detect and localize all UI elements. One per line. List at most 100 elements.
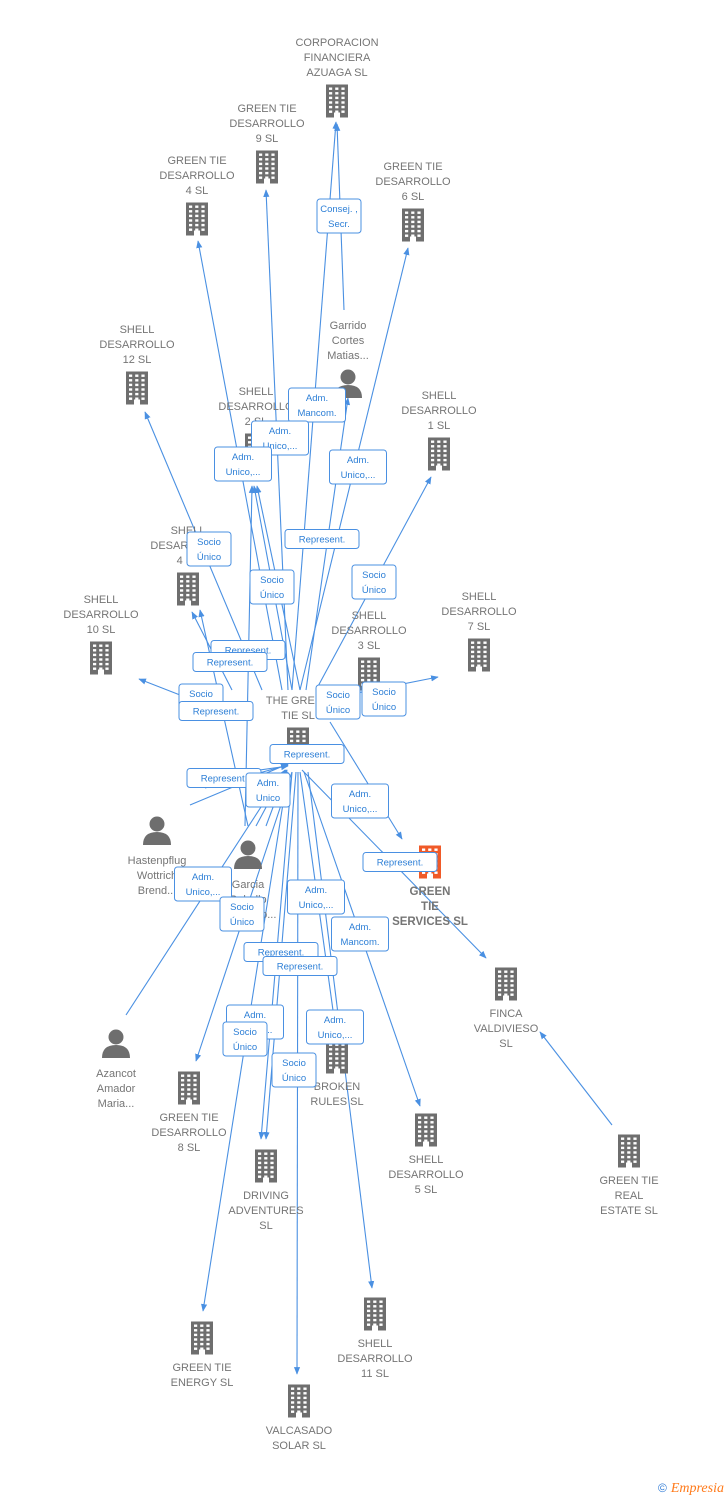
node-label: DESARROLLO [337, 1353, 413, 1365]
node-sd3[interactable]: SHELL DESARROLLO 3 SL [331, 610, 407, 691]
company-building-icon [288, 1384, 310, 1418]
role-label-text: Único [362, 585, 386, 596]
role-label[interactable]: Adm.Unico,... [214, 446, 272, 482]
role-label[interactable]: Adm.Mancom. [288, 387, 346, 423]
role-label[interactable]: Adm.Unico,... [174, 866, 232, 902]
node-label: SHELL [239, 386, 274, 398]
node-label: 6 SL [402, 191, 425, 203]
node-label: 3 SL [358, 640, 381, 652]
node-label: Garcia [232, 879, 265, 891]
node-label: DESARROLLO [229, 118, 305, 130]
role-label-text: Represent. [377, 858, 423, 869]
node-label: DESARROLLO [375, 176, 451, 188]
node-label: 10 SL [87, 624, 116, 636]
edge-layer [125, 121, 613, 1375]
node-label: DESARROLLO [218, 401, 294, 413]
role-label[interactable]: Represent. [178, 701, 254, 721]
role-label-text: Único [260, 590, 284, 601]
role-label[interactable]: Represent. [192, 652, 268, 672]
node-label: DESARROLLO [441, 606, 517, 618]
company-building-icon [256, 150, 278, 184]
role-label-text: Socio [189, 689, 213, 700]
role-label[interactable]: Adm.Mancom. [331, 916, 389, 952]
role-label-text: Adm. [306, 393, 328, 404]
company-building-icon [177, 572, 199, 606]
node-label: SL [499, 1038, 512, 1050]
relationship-edge [539, 1031, 613, 1126]
role-label[interactable]: Adm. Unico,... [331, 783, 389, 819]
node-label: AZUAGA SL [306, 67, 367, 79]
node-label: 11 SL [361, 1368, 389, 1380]
role-label-text: Socio [233, 1027, 257, 1038]
node-label: TIE [421, 901, 439, 913]
node-label: Azancot [96, 1068, 136, 1080]
node-label: 12 SL [123, 354, 152, 366]
role-label-text: Adm. [349, 789, 371, 800]
role-label[interactable]: Adm.Unico,... [287, 879, 345, 915]
role-label[interactable]: Consej. ,Secr. [316, 198, 362, 234]
node-hastenpflug[interactable]: HastenpflugWottrichBrend... [128, 816, 187, 898]
role-label-text: Único [230, 917, 254, 928]
role-label-text: Unico,... [186, 887, 221, 898]
role-label[interactable]: Represent. [262, 956, 338, 976]
role-label[interactable]: Represent. [362, 852, 438, 872]
node-garrido[interactable]: GarridoCortesMatias... [327, 320, 369, 398]
role-label[interactable]: Adm.Unico,... [329, 449, 387, 485]
company-building-icon [468, 638, 490, 672]
role-label-text: Único [372, 702, 396, 713]
node-label: SHELL [409, 1154, 444, 1166]
role-label[interactable]: Adm.Unico,... [306, 1009, 364, 1045]
brand-logo[interactable]: Empresia [670, 1481, 724, 1496]
role-label-text: Unico [256, 793, 280, 804]
node-label: Garrido [330, 320, 367, 332]
role-label-text: Represent. [201, 774, 247, 785]
node-label: 5 SL [415, 1184, 438, 1196]
role-label-text: Represent. [207, 658, 253, 669]
node-label: BROKEN [314, 1081, 361, 1093]
node-label: TIE SL [281, 710, 315, 722]
role-label[interactable]: Adm.Unico [245, 772, 291, 808]
role-label-text: Adm. [349, 922, 371, 933]
footer: ©Empresia [658, 1481, 724, 1497]
role-label-layer: Consej. ,Secr.Adm.Mancom.Adm.Unico,...Ad… [174, 198, 438, 1088]
node-label: Wottrich [137, 870, 177, 882]
role-label[interactable]: Represent. [284, 529, 360, 549]
company-building-icon [326, 1040, 348, 1074]
node-label: RULES SL [310, 1096, 363, 1108]
node-label: SHELL [352, 610, 387, 622]
role-label-text: Único [197, 552, 221, 563]
node-azancot[interactable]: AzancotAmadorMaria... [96, 1029, 136, 1111]
node-label: ESTATE SL [600, 1205, 658, 1217]
node-broken[interactable]: BROKEN RULES SL [310, 1040, 364, 1109]
node-label: DESARROLLO [331, 625, 407, 637]
node-label: SHELL [84, 594, 119, 606]
role-label[interactable]: Represent. [269, 744, 345, 764]
role-label-text: Unico,... [318, 1030, 353, 1041]
role-label-text: Unico,... [343, 804, 378, 815]
